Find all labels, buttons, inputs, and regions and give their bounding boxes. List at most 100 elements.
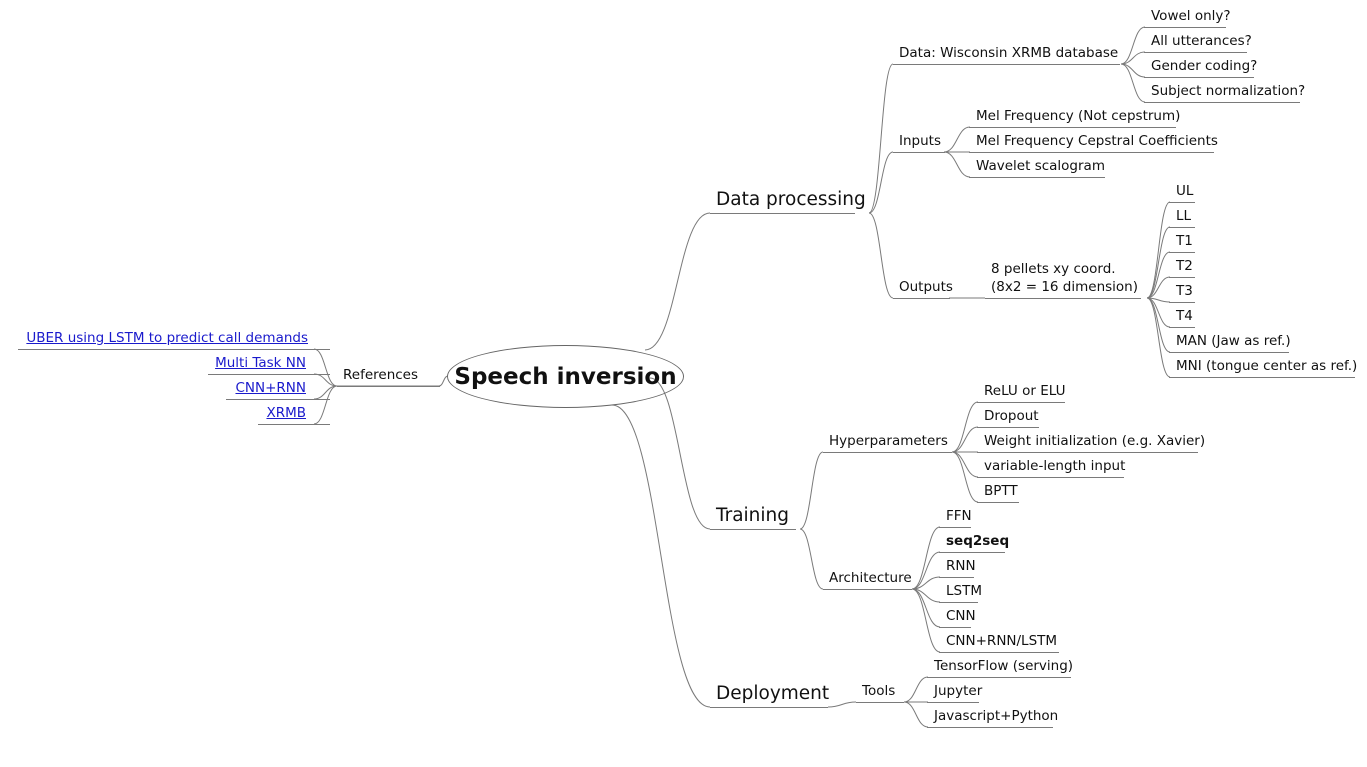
input-feature-2: Mel Frequency Cepstral Coefficients: [976, 133, 1218, 149]
output-pellet-4: T2: [1176, 258, 1193, 274]
link-data-questions-1: [1120, 26, 1146, 65]
node-outputs-underline: [893, 298, 950, 299]
reference-3[interactable]: CNN+RNN: [235, 380, 306, 396]
branch-references-underline: [337, 386, 440, 387]
architecture-4-underline: [939, 602, 978, 603]
output-pellet-4-underline: [1169, 277, 1195, 278]
architecture-2-underline: [939, 552, 1005, 553]
branch-data-processing: Data processing: [716, 189, 866, 210]
tool-3: Javascript+Python: [934, 708, 1059, 724]
tool-3-underline: [927, 727, 1053, 728]
data-question-3: Gender coding?: [1151, 58, 1258, 74]
input-feature-3: Wavelet scalogram: [976, 158, 1105, 174]
link-inputs-3: [943, 151, 971, 178]
reference-1[interactable]: UBER using LSTM to predict call demands: [26, 330, 308, 346]
link-architecture-2: [911, 551, 941, 590]
node-outputs-note-line1: 8 pellets xy coord.: [991, 261, 1116, 277]
data-question-2: All utterances?: [1151, 33, 1252, 49]
node-outputs: Outputs: [899, 279, 953, 295]
link-root-training: [649, 377, 711, 530]
link-inputs-1: [943, 126, 971, 153]
link-architecture-3: [911, 576, 941, 590]
branch-training: Training: [716, 505, 789, 526]
hyperparameter-3: Weight initialization (e.g. Xavier): [984, 433, 1206, 449]
link-pellets-1: [1146, 201, 1171, 299]
hyperparameter-2: Dropout: [984, 408, 1039, 424]
link-architecture-1: [911, 526, 941, 590]
link-training-2: [799, 528, 824, 590]
data-question-1-underline: [1144, 27, 1226, 28]
output-pellet-6-underline: [1169, 327, 1195, 328]
tool-1: TensorFlow (serving): [934, 658, 1074, 674]
hyperparameter-3-underline: [977, 452, 1198, 453]
link-pellets-8: [1146, 297, 1171, 378]
link-hyperparameters-2: [951, 426, 979, 453]
hyperparameter-1-underline: [977, 402, 1065, 403]
branch-data-processing-underline: [710, 213, 855, 214]
link-data-processing-3: [868, 212, 894, 299]
link-hyperparameters-5: [951, 451, 979, 503]
node-outputs-note-line2: (8x2 = 16 dimension): [991, 279, 1138, 295]
root-node[interactable]: Speech inversion: [447, 345, 684, 408]
branch-deployment: Deployment: [716, 683, 830, 704]
node-data-source-underline: [893, 64, 1120, 65]
tool-2-underline: [927, 702, 979, 703]
link-hyperparameters-4: [951, 451, 979, 478]
link-data-processing-2: [868, 151, 894, 214]
link-pellets-7: [1146, 297, 1171, 353]
reference-4[interactable]: XRMB: [266, 405, 306, 421]
input-feature-2-underline: [969, 152, 1214, 153]
hyperparameter-4: variable-length input: [984, 458, 1126, 474]
output-pellet-8: MNI (tongue center as ref.): [1176, 358, 1358, 374]
input-feature-1-underline: [969, 127, 1176, 128]
node-outputs-note-line2-underline: [985, 298, 1141, 299]
input-feature-3-underline: [969, 177, 1105, 178]
output-pellet-8-underline: [1169, 377, 1355, 378]
architecture-3-underline: [939, 577, 974, 578]
link-root-data-processing: [644, 212, 711, 351]
node-architecture-underline: [823, 589, 912, 590]
node-tools: Tools: [862, 683, 896, 699]
link-pellets-4: [1146, 276, 1171, 299]
data-question-2-underline: [1144, 52, 1247, 53]
data-question-3-underline: [1144, 77, 1254, 78]
node-hyperparameters: Hyperparameters: [829, 433, 948, 449]
output-pellet-5-underline: [1169, 302, 1195, 303]
reference-2[interactable]: Multi Task NN: [215, 355, 306, 371]
branch-references: References: [343, 367, 419, 383]
reference-4-underline: [258, 424, 330, 425]
link-hyperparameters-1: [951, 401, 979, 453]
data-question-1: Vowel only?: [1151, 8, 1231, 24]
tool-1-underline: [927, 677, 1071, 678]
architecture-2: seq2seq: [946, 533, 1010, 549]
hyperparameter-5-underline: [977, 502, 1019, 503]
output-pellet-2-underline: [1169, 227, 1195, 228]
output-pellet-5: T3: [1176, 283, 1193, 299]
root-node-label: Speech inversion: [454, 363, 677, 390]
output-pellet-7: MAN (Jaw as ref.): [1176, 333, 1291, 349]
connector-lines: [313, 26, 1171, 728]
link-tools-1: [903, 676, 929, 703]
hyperparameter-4-underline: [977, 477, 1124, 478]
node-tools-underline: [856, 702, 904, 703]
architecture-1: FFN: [946, 508, 972, 524]
architecture-6: CNN+RNN/LSTM: [946, 633, 1058, 649]
data-question-4: Subject normalization?: [1151, 83, 1306, 99]
hyperparameter-2-underline: [977, 427, 1039, 428]
link-root-deployment: [611, 404, 711, 708]
link-pellets-3: [1146, 251, 1171, 299]
input-feature-1: Mel Frequency (Not cepstrum): [976, 108, 1181, 124]
tool-2: Jupyter: [934, 683, 983, 699]
architecture-5: CNN: [946, 608, 976, 624]
link-references-1: [313, 348, 338, 387]
output-pellet-1: UL: [1176, 183, 1194, 199]
link-architecture-6: [911, 588, 941, 653]
link-data-processing-1: [868, 63, 894, 214]
node-data-source: Data: Wisconsin XRMB database: [899, 45, 1119, 61]
link-deployment-tools: [827, 701, 857, 708]
node-inputs: Inputs: [899, 133, 941, 149]
link-data-questions-2: [1120, 51, 1146, 65]
output-pellet-3-underline: [1169, 252, 1195, 253]
data-question-4-underline: [1144, 102, 1300, 103]
link-tools-3: [903, 701, 929, 728]
